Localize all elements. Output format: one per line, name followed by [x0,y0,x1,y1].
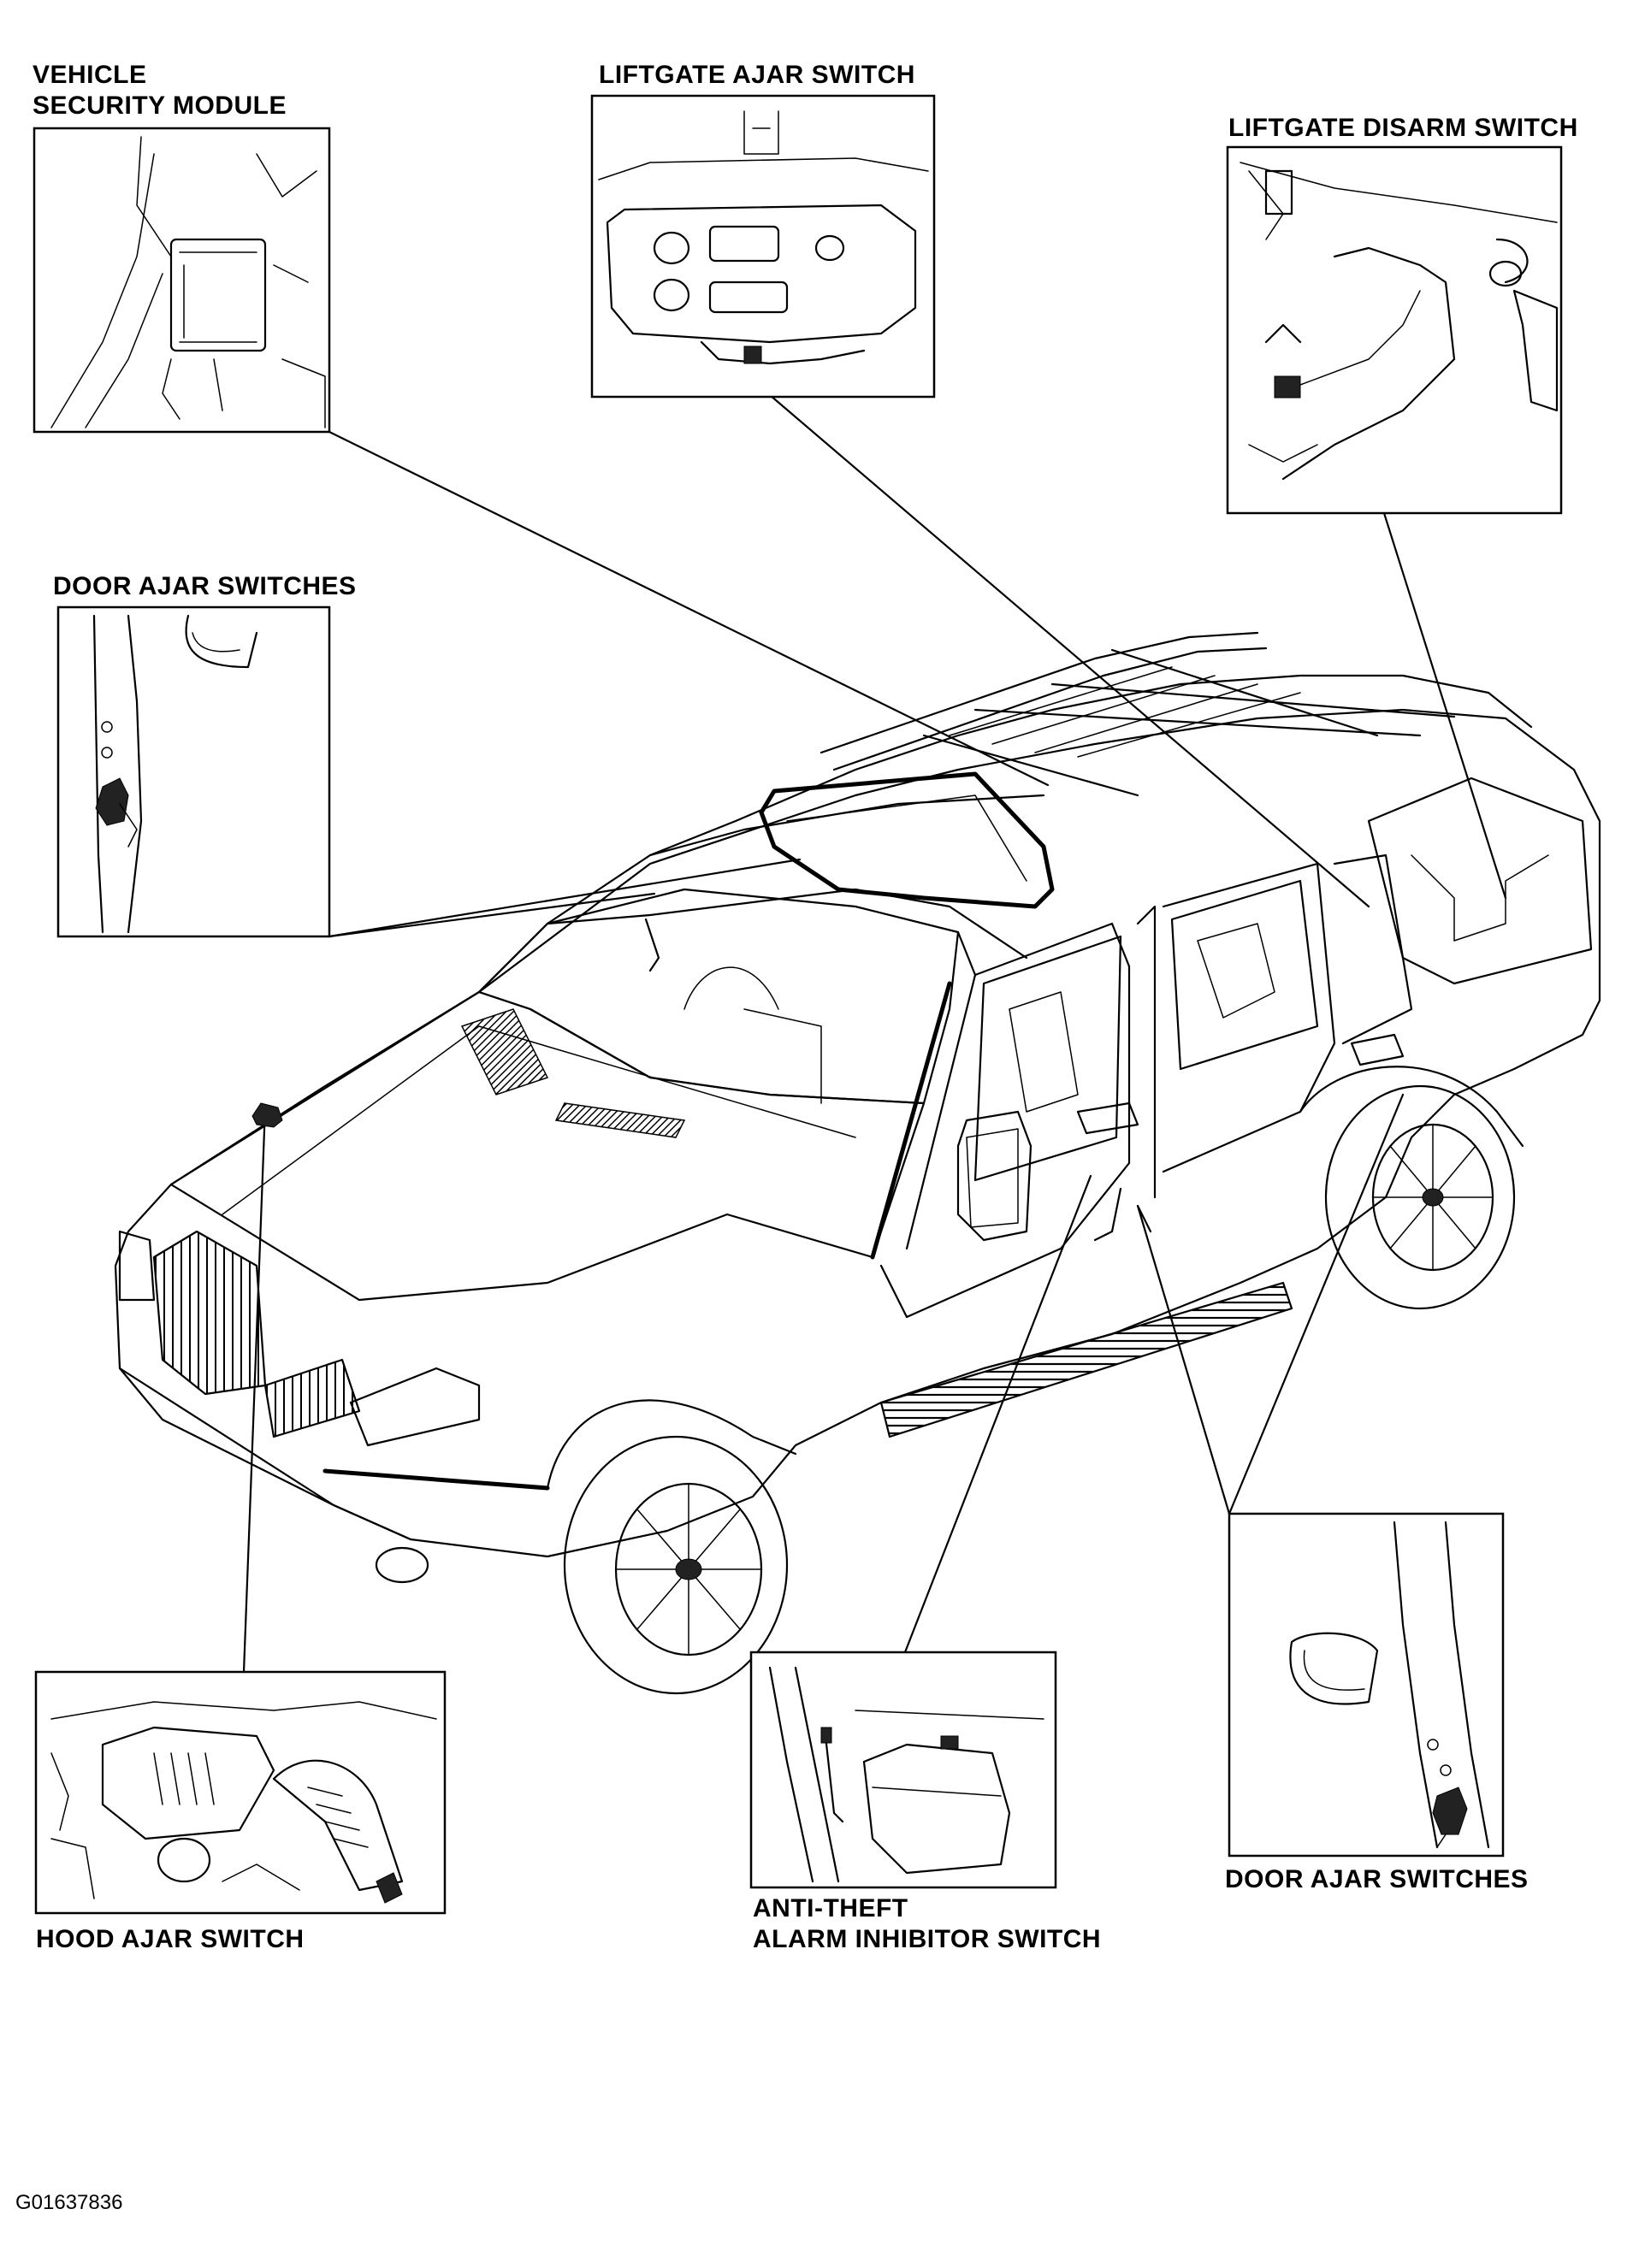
sunroof-inner [786,794,1027,882]
leader-anti-theft [903,1174,1092,1654]
door-ajar-switches-left-label: DOOR AJAR SWITCHES [53,572,357,600]
rear-wheel-arch [1299,1066,1524,1148]
rear-door [1162,862,1336,1173]
inset-liftgate-disarm-switch [1226,145,1563,515]
leader-liftgate-disarm [1382,511,1507,900]
rear-hub [1422,1188,1444,1207]
side-mirror [956,1110,1033,1242]
a-pillar [870,981,952,1260]
door-switch-marker-rear [1136,1204,1152,1233]
air-intake [272,1759,404,1892]
rear-seat-back [1197,923,1275,1019]
bumper-line [322,1468,550,1491]
rear-door-handle [1350,1033,1405,1066]
front-door-window [973,935,1122,1182]
steering-wheel-area [743,1008,822,1104]
headlight-left [118,1230,156,1302]
inset-door-ajar-switches-right [1228,1512,1505,1858]
liftgate-disarm-switch-label: LIFTGATE DISARM SWITCH [1228,114,1578,142]
anti-theft-alarm-inhibitor-switch-label: ANTI-THEFT ALARM INHIBITOR SWITCH [753,1893,1101,1955]
hood-switch-marker [251,1102,283,1128]
anti-theft-label-line2: ALARM INHIBITOR SWITCH [753,1925,1102,1953]
rear-tire [1324,1084,1516,1310]
roof-line [477,674,1533,994]
rear-door-window [1170,879,1319,1071]
steering-wheel [683,966,779,1010]
inset-door-ajar-switches-left [56,605,331,938]
figure-id: G01637836 [15,2191,123,2214]
vehicle-security-module-label: VEHICLE SECURITY MODULE [33,60,287,121]
engine-cover [101,1726,275,1840]
roof-rail-left-a [820,631,1259,754]
anti-theft-label-line1: ANTI-THEFT [753,1894,908,1922]
rear-seat [1411,854,1549,942]
inset-liftgate-ajar-switch [590,94,936,399]
grille-right [263,1358,361,1438]
door-ajar-switch-left [95,777,129,826]
liftgate-latch-area [700,340,866,365]
b-pillar [1136,905,1157,1199]
crossbar-rear [1110,648,1379,737]
front-tire [563,1435,789,1695]
front-door [879,922,1131,1319]
leader-vsm [328,430,1050,787]
anti-theft-switch-marker [1093,1187,1122,1242]
leader-liftgate-ajar [768,393,1370,908]
front-hub [675,1558,702,1580]
leader-door-ajar-left-2 [328,858,802,938]
crossbar-front [922,734,1139,797]
bumper [118,1367,412,1541]
cowl-vent-right [554,1102,686,1138]
sunroof-outline [759,771,1055,909]
body-outline [114,708,1601,1558]
running-board [879,1281,1293,1438]
front-door-handle [1076,1102,1139,1135]
side-mirror-glass [966,1128,1019,1228]
roof-rail-left-b [832,647,1268,771]
disarm-panel-edge [1281,246,1456,481]
door-handle-recess [1289,1632,1379,1705]
hood-ajar-switch-label: HOOD AJAR SWITCH [36,1925,305,1953]
door-panel [862,1743,1011,1875]
front-seat-back [1009,991,1079,1113]
leader-door-ajar-right-1 [1136,1204,1231,1515]
leader-hood-ajar [242,1106,267,1674]
vehicle-illustration [114,631,1601,1695]
anti-theft-switch-rod [824,1734,844,1823]
fog-light [375,1546,429,1584]
vehicle-security-module-label-line1: VEHICLE [33,61,147,89]
door-handle-recess-top [185,614,258,669]
roof-mid-line [648,794,1045,857]
liftgate-ajar-switch-label: LIFTGATE AJAR SWITCH [599,61,915,89]
grille [152,1230,267,1396]
front-wheel-arch [546,1399,797,1490]
security-module-box [169,238,267,352]
inset-hood-ajar-switch [34,1670,447,1915]
hood-crease [222,1025,856,1215]
roof-rail-right-b [1050,682,1456,718]
a-pillar-inner [905,930,977,1250]
hood [169,990,926,1302]
liftgate-inner-panel [606,204,917,344]
cowl-vent-left [460,1008,549,1096]
door-ajar-switch-right [1432,1787,1468,1835]
vehicle-security-module-label-line2: SECURITY MODULE [33,92,287,120]
headlight-right [349,1367,481,1447]
inset-anti-theft-switch [749,1651,1057,1889]
rear-quarter-window [1367,777,1593,985]
leader-door-ajar-right-2 [1228,1093,1405,1515]
leader-lines [242,393,1507,1674]
hood-ajar-switch [376,1872,403,1904]
leader-door-ajar-left-1 [328,892,656,938]
door-switch-marker-front [644,918,660,972]
inset-vehicle-security-module [33,127,331,434]
roof-ribs [949,666,1301,758]
door-ajar-switches-right-label: DOOR AJAR SWITCHES [1225,1865,1529,1893]
c-pillar [1333,853,1413,1045]
